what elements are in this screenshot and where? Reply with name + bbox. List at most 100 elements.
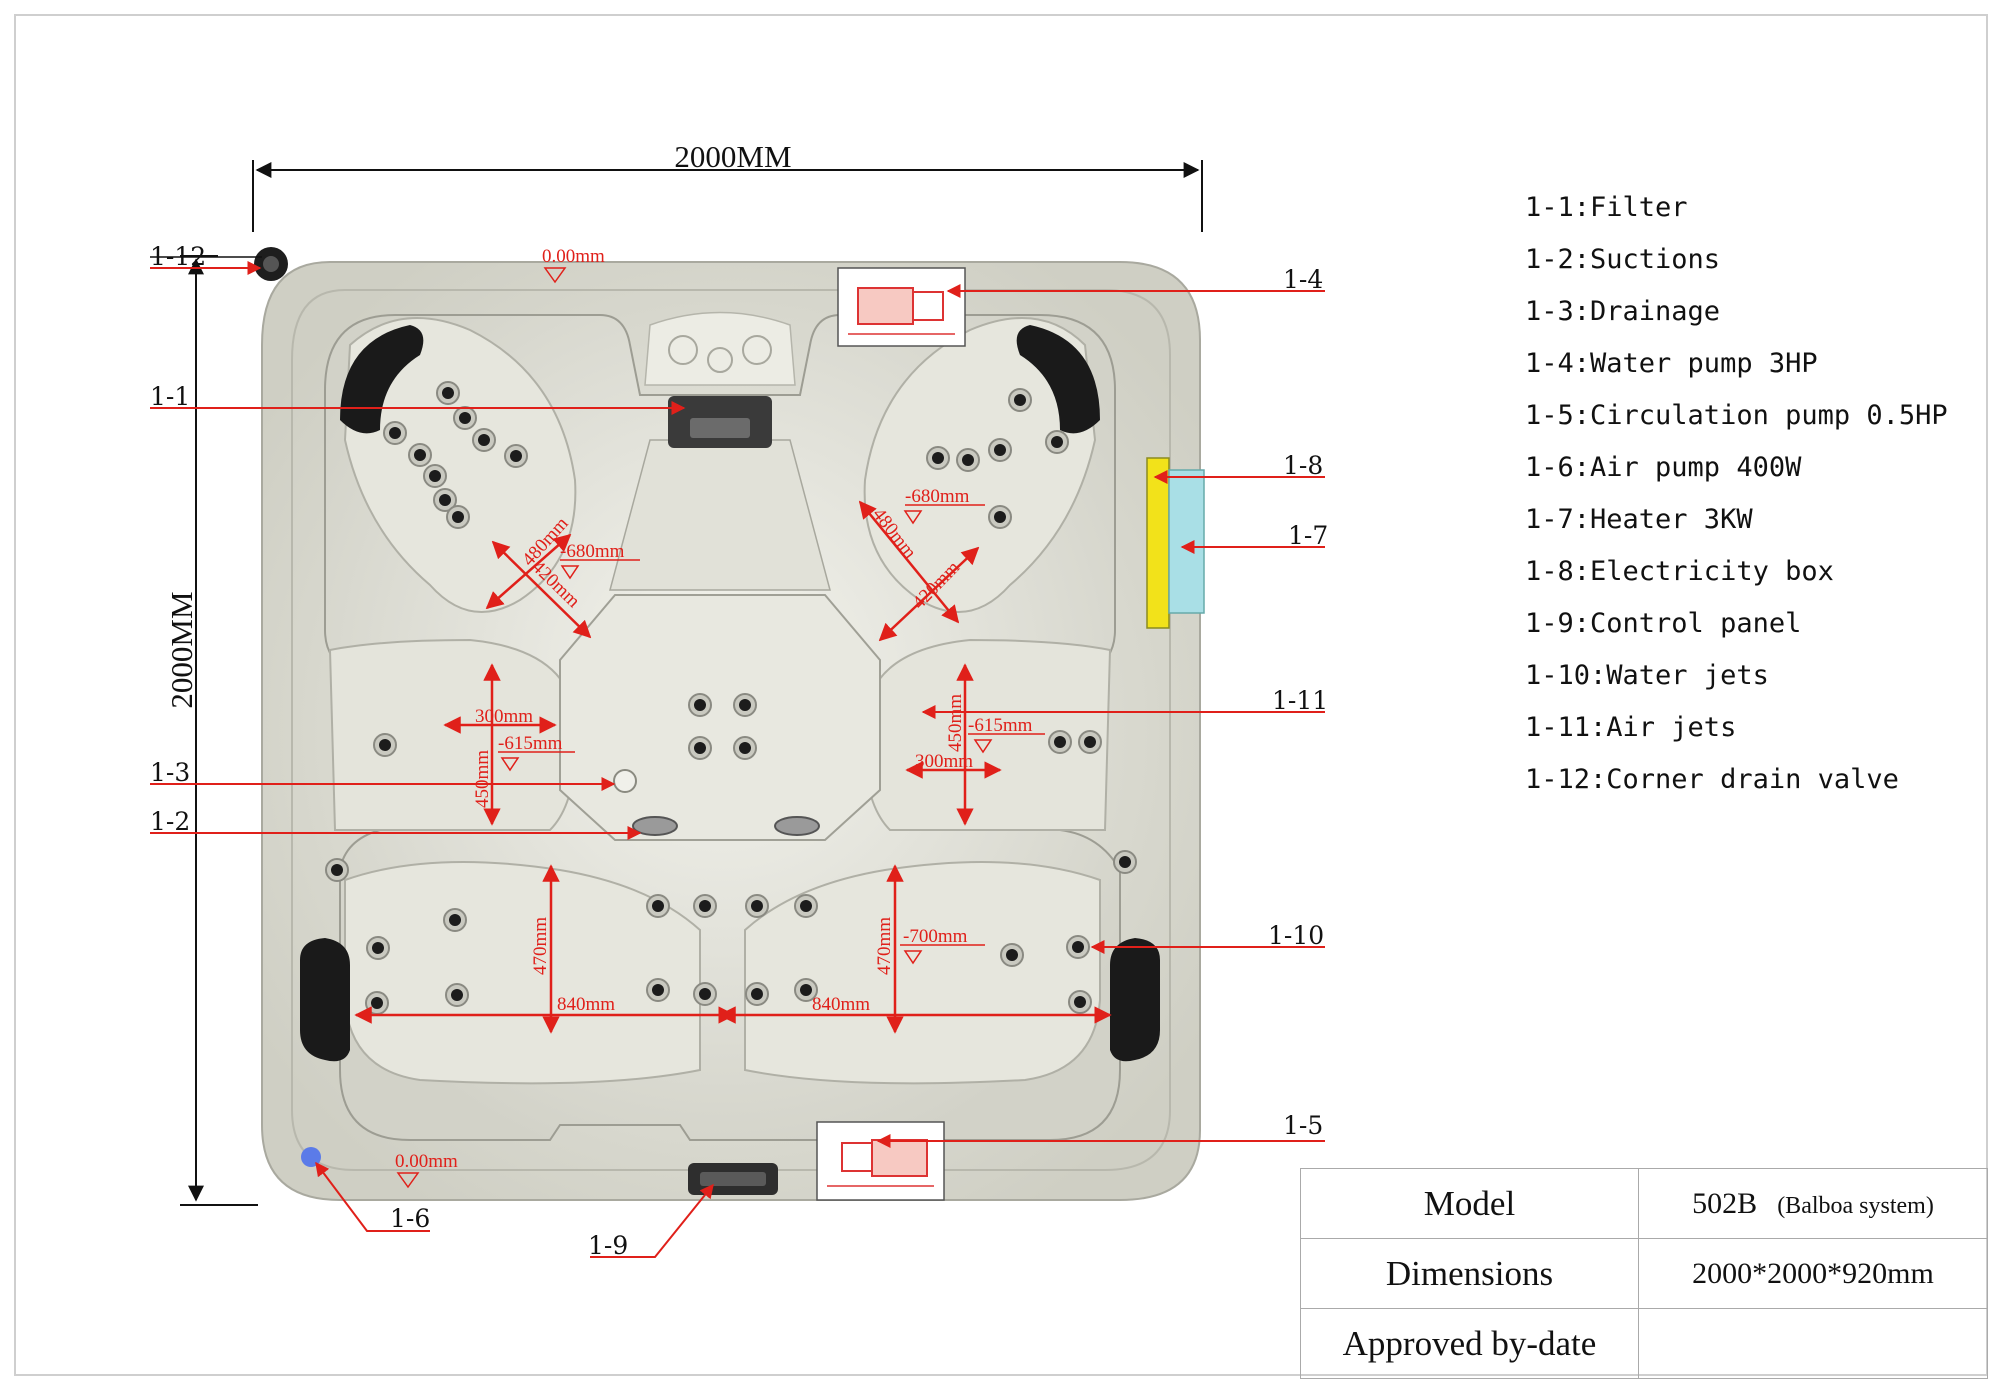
level-mark-bottom: 0.00mm [395, 1151, 458, 1189]
callout-1-1: 1-1 [150, 382, 190, 411]
legend-item: 1-9:Control panel [1525, 608, 1802, 639]
legend-item: 1-2:Suctions [1525, 244, 1721, 275]
model-value-cell: 502B (Balboa system) [1638, 1168, 1988, 1239]
jet-nozzle [371, 997, 383, 1009]
svg-text:-700mm: -700mm [903, 926, 968, 947]
jet-nozzle [1054, 736, 1066, 748]
jet-nozzle [694, 699, 706, 711]
jet-nozzle [694, 742, 706, 754]
water-pump-box [837, 267, 966, 347]
jet-nozzle [751, 988, 763, 1000]
callout-1-7: 1-7 [1288, 521, 1328, 550]
jet-nozzle [439, 494, 451, 506]
component-legend: 1-1:Filter 1-2:Suctions 1-3:Drainage 1-4… [1525, 188, 1948, 812]
dimensions-value: 2000*2000*920mm [1638, 1238, 1988, 1309]
legend-item: 1-3:Drainage [1525, 296, 1721, 327]
height-label: 2000MM [164, 591, 199, 708]
svg-text:450mm: 450mm [945, 694, 966, 752]
depth-marks [498, 504, 1045, 965]
svg-text:840mm: 840mm [812, 994, 870, 1015]
jet-nozzle [429, 470, 441, 482]
dimensions-label: Dimensions [1300, 1238, 1639, 1309]
internal-measurements [354, 500, 1112, 1034]
callout-1-10: 1-10 [1268, 921, 1324, 950]
jet-nozzle [800, 984, 812, 996]
jet-nozzle [994, 511, 1006, 523]
jet-nozzle [739, 699, 751, 711]
svg-text:300mm: 300mm [915, 751, 973, 772]
svg-text:300mm: 300mm [475, 706, 533, 727]
jet-nozzle [699, 900, 711, 912]
legend-item: 1-1:Filter [1525, 192, 1688, 223]
drawing-frame [14, 14, 1988, 1376]
spa-shell [261, 261, 1201, 1201]
jet-nozzle [449, 914, 461, 926]
jet-nozzle [1072, 941, 1084, 953]
jet-nozzle [739, 742, 751, 754]
spec-row-model: Model 502B (Balboa system) [1300, 1168, 1988, 1239]
jet-nozzle [699, 988, 711, 1000]
height-dimension: 2000MM [164, 255, 258, 1206]
callout-leaders [150, 261, 1325, 1258]
jet-nozzle [1074, 996, 1086, 1008]
approved-label: Approved by-date [1300, 1308, 1639, 1379]
callout-1-4: 1-4 [1283, 265, 1323, 294]
jet-nozzle [751, 900, 763, 912]
callout-1-2: 1-2 [150, 807, 190, 836]
level-mark-top: 0.00mm [542, 246, 605, 284]
callout-1-12: 1-12 [150, 242, 206, 271]
jet-nozzle [451, 989, 463, 1001]
callout-1-8: 1-8 [1283, 451, 1323, 480]
approved-value[interactable] [1638, 1308, 1988, 1379]
width-label: 2000MM [674, 139, 791, 174]
width-dimension: 2000MM [252, 139, 1203, 232]
jet-nozzle [1119, 856, 1131, 868]
svg-text:470mm: 470mm [530, 917, 551, 975]
jet-nozzle [379, 739, 391, 751]
jet-nozzle [452, 511, 464, 523]
callout-1-9: 1-9 [588, 1231, 628, 1260]
jet-nozzle [372, 942, 384, 954]
model-value: 502B [1692, 1186, 1758, 1220]
corner-drain-valve [254, 247, 288, 281]
legend-item: 1-12:Corner drain valve [1525, 764, 1899, 795]
svg-text:-680mm: -680mm [905, 486, 970, 507]
jet-nozzle [994, 444, 1006, 456]
jet-nozzle [459, 412, 471, 424]
model-label: Model [1300, 1168, 1639, 1239]
jet-nozzle [932, 452, 944, 464]
water-jets [325, 381, 1137, 1015]
callout-1-3: 1-3 [150, 758, 190, 787]
jet-nozzle [1051, 436, 1063, 448]
spec-row-approved: Approved by-date [1300, 1308, 1988, 1379]
svg-text:-680mm: -680mm [560, 541, 625, 562]
callout-labels: 1-12 1-1 1-3 1-2 1-4 1-8 1-7 1-11 1-10 1… [150, 242, 1328, 1260]
heater [1168, 469, 1205, 614]
jet-nozzle [442, 387, 454, 399]
legend-item: 1-8:Electricity box [1525, 556, 1834, 587]
jet-nozzle [389, 427, 401, 439]
legend-item: 1-6:Air pump 400W [1525, 452, 1802, 483]
callout-1-5: 1-5 [1283, 1111, 1323, 1140]
filter-unit [668, 396, 772, 448]
jet-nozzle [414, 449, 426, 461]
jet-nozzle [652, 900, 664, 912]
air-pump-dot [301, 1147, 321, 1167]
spec-row-dimensions: Dimensions 2000*2000*920mm [1300, 1238, 1988, 1309]
model-note: (Balboa system) [1777, 1192, 1934, 1219]
jet-nozzle [331, 864, 343, 876]
jet-nozzle [652, 984, 664, 996]
legend-item: 1-4:Water pump 3HP [1525, 348, 1818, 379]
svg-text:-615mm: -615mm [968, 715, 1033, 736]
jet-nozzle [510, 450, 522, 462]
drainage-outlet [613, 769, 637, 793]
jet-nozzle [962, 454, 974, 466]
circulation-pump-box [816, 1121, 945, 1201]
control-panel [688, 1163, 778, 1195]
legend-item: 1-7:Heater 3KW [1525, 504, 1753, 535]
jet-nozzle [1084, 736, 1096, 748]
svg-text:0.00mm: 0.00mm [395, 1151, 458, 1172]
svg-text:0.00mm: 0.00mm [542, 246, 605, 267]
jet-nozzle [800, 900, 812, 912]
